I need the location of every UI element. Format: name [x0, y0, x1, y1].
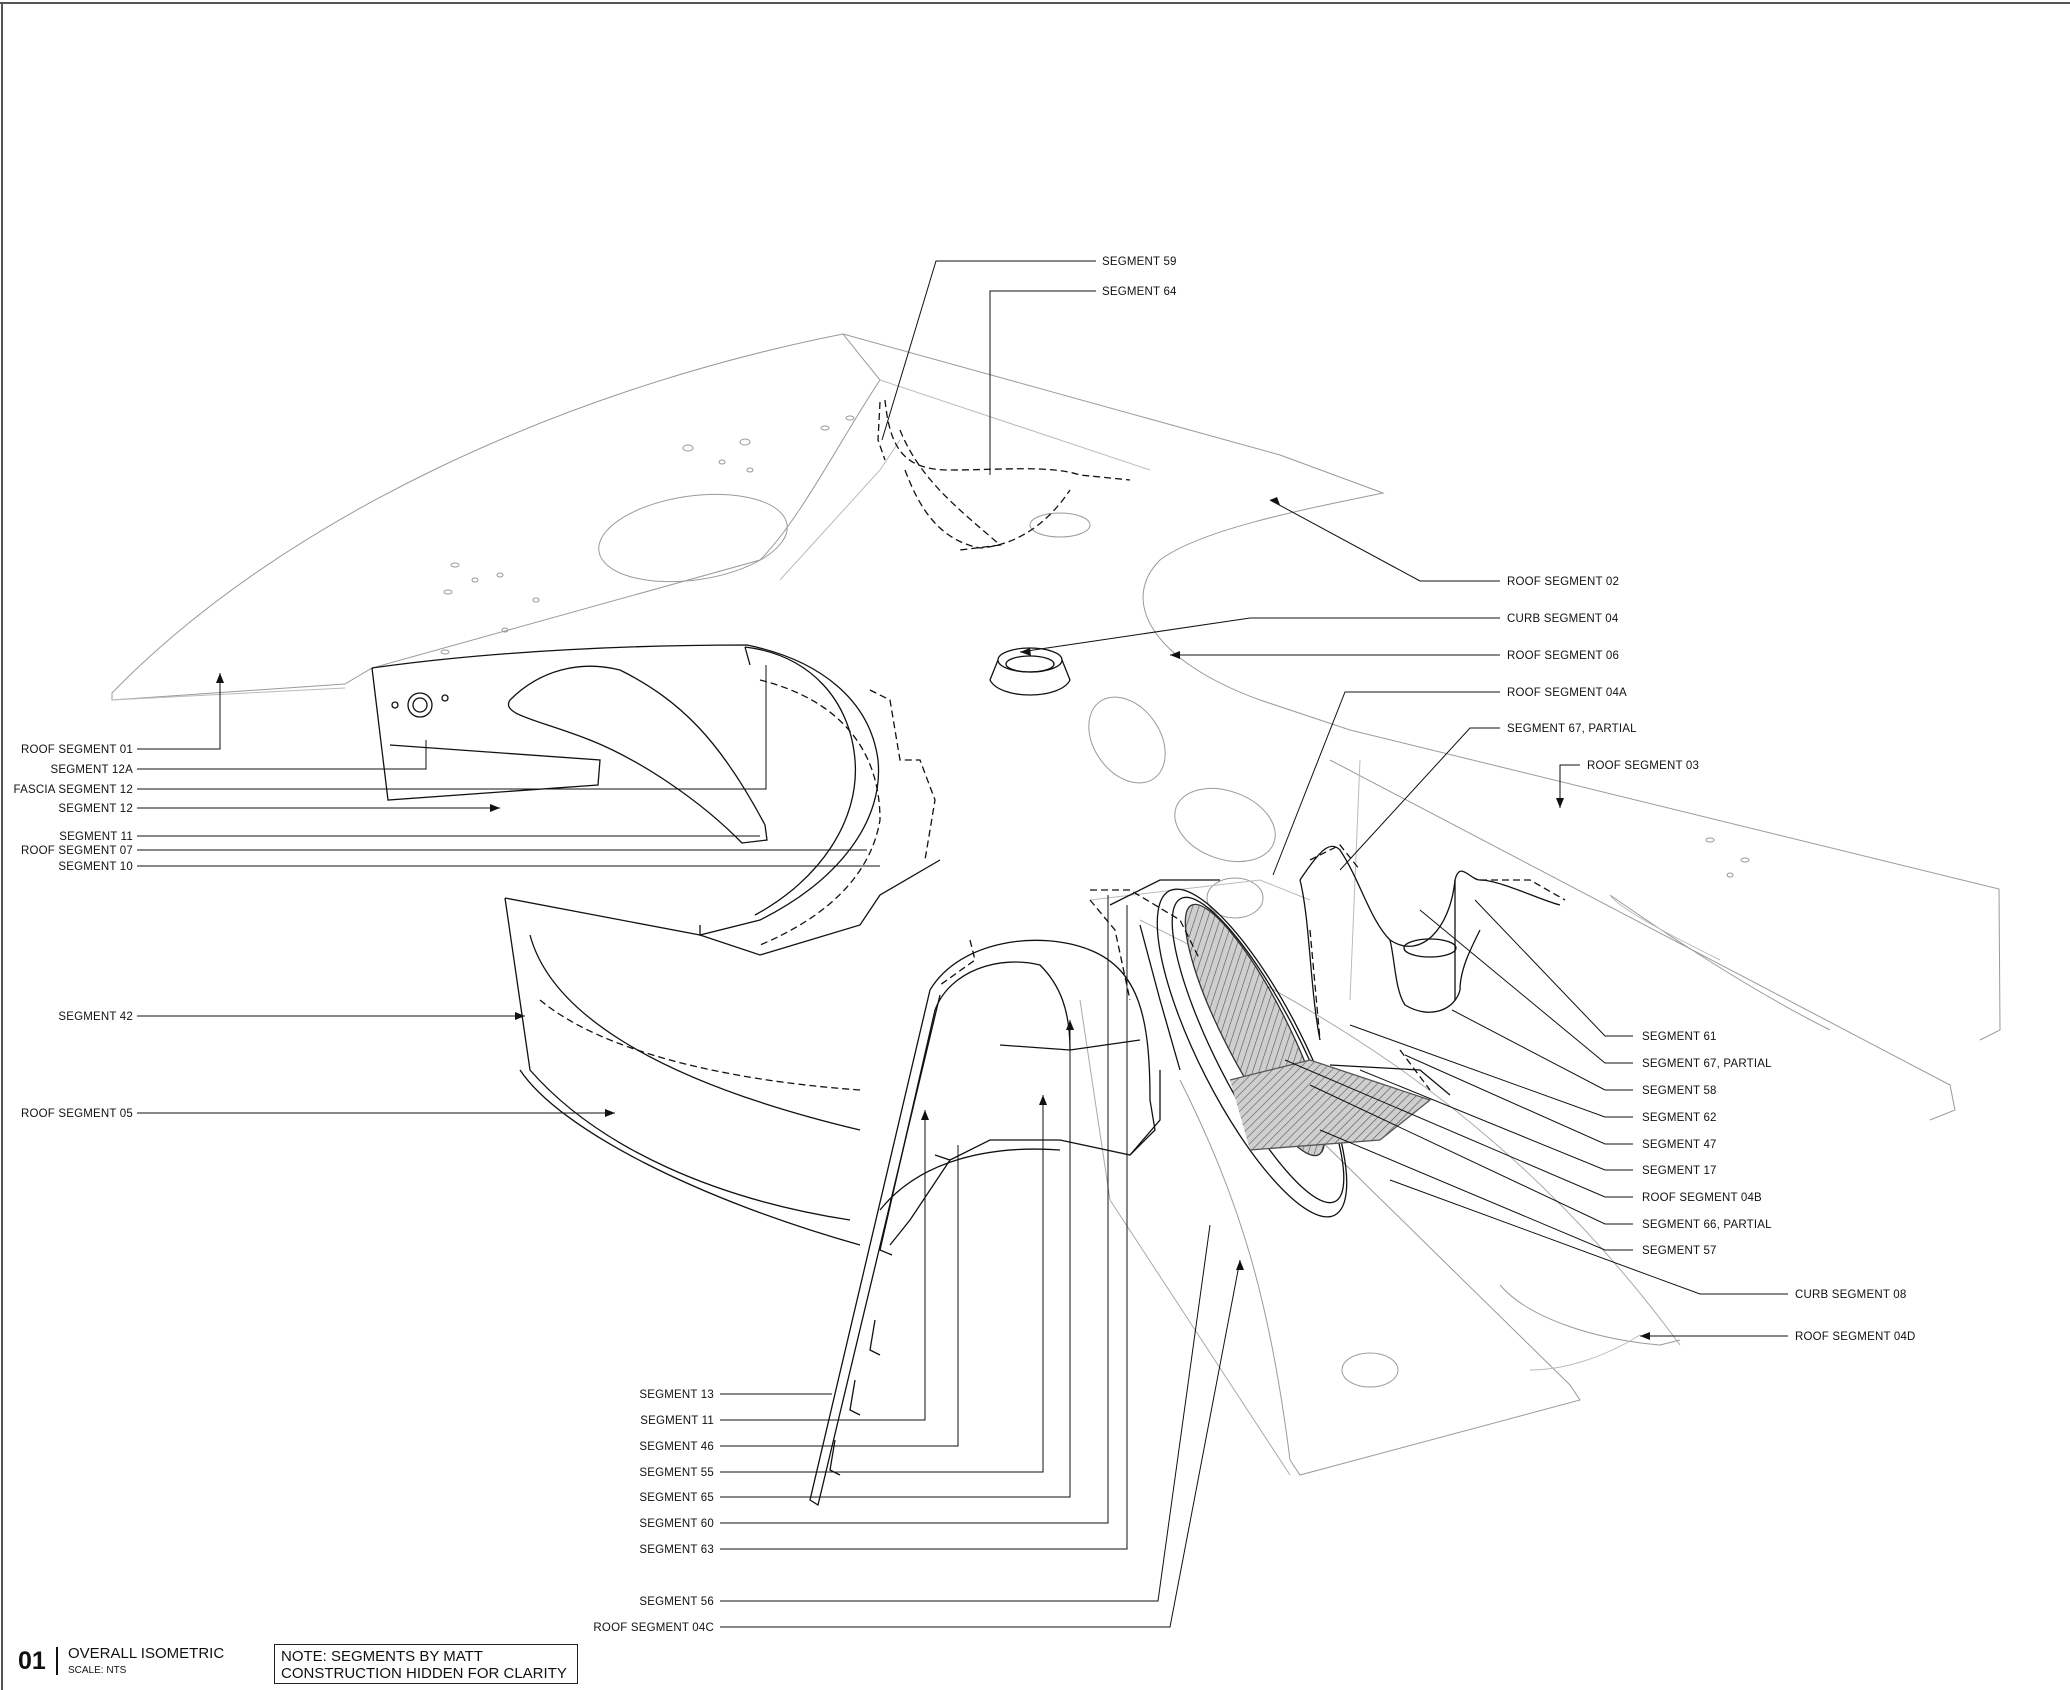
callout-segment-63: SEGMENT 63 [639, 1544, 714, 1556]
drawing-scale: SCALE: NTS [68, 1665, 127, 1676]
callout-segment-65: SEGMENT 65 [639, 1492, 714, 1504]
callouts-right-upper: ROOF SEGMENT 02 CURB SEGMENT 04 ROOF SEG… [1507, 576, 1699, 772]
callout-segment-66-partial: SEGMENT 66, PARTIAL [1642, 1219, 1772, 1231]
callout-roof-segment-01: ROOF SEGMENT 01 [21, 744, 133, 756]
callout-segment-61: SEGMENT 61 [1642, 1031, 1717, 1043]
callout-segment-57: SEGMENT 57 [1642, 1245, 1717, 1257]
sheet-border-left [1, 2, 3, 1690]
note-line-1: NOTE: SEGMENTS BY MATT [281, 1648, 483, 1665]
callout-segment-11-bottom: SEGMENT 11 [640, 1415, 714, 1427]
callout-segment-12: SEGMENT 12 [58, 803, 133, 815]
notes-box: NOTE: SEGMENTS BY MATT CONSTRUCTION HIDD… [274, 1644, 578, 1684]
callout-roof-segment-04d: ROOF SEGMENT 04D [1795, 1331, 1916, 1343]
callouts-top: SEGMENT 59 SEGMENT 64 [1102, 256, 1177, 298]
drawing-number: 01 [18, 1647, 46, 1675]
callout-segment-47: SEGMENT 47 [1642, 1139, 1717, 1151]
callout-segment-60: SEGMENT 60 [639, 1518, 714, 1530]
callout-segment-42: SEGMENT 42 [58, 1011, 133, 1023]
callout-roof-segment-07: ROOF SEGMENT 07 [21, 845, 133, 857]
callout-roof-segment-04a: ROOF SEGMENT 04A [1507, 687, 1627, 699]
callout-segment-67-partial-lower: SEGMENT 67, PARTIAL [1642, 1058, 1772, 1070]
callout-segment-62: SEGMENT 62 [1642, 1112, 1717, 1124]
callouts-left: ROOF SEGMENT 01 SEGMENT 12A FASCIA SEGME… [13, 744, 133, 1120]
callout-roof-segment-02: ROOF SEGMENT 02 [1507, 576, 1619, 588]
callout-segment-58: SEGMENT 58 [1642, 1085, 1717, 1097]
callout-segment-67-partial-upper: SEGMENT 67, PARTIAL [1507, 723, 1637, 735]
callout-segment-11-left: SEGMENT 11 [59, 831, 133, 843]
sheet-border-top [0, 2, 2070, 4]
callout-segment-10: SEGMENT 10 [58, 861, 133, 873]
callout-curb-segment-04: CURB SEGMENT 04 [1507, 613, 1619, 625]
callout-roof-segment-06: ROOF SEGMENT 06 [1507, 650, 1619, 662]
callout-segment-17: SEGMENT 17 [1642, 1165, 1717, 1177]
callouts-bottom: SEGMENT 13 SEGMENT 11 SEGMENT 46 SEGMENT… [593, 1389, 714, 1634]
callout-segment-56: SEGMENT 56 [639, 1596, 714, 1608]
primary-components [371, 644, 1561, 1507]
callout-roof-segment-03: ROOF SEGMENT 03 [1587, 760, 1699, 772]
callout-curb-segment-08: CURB SEGMENT 08 [1795, 1289, 1906, 1301]
callout-segment-12a: SEGMENT 12A [50, 764, 133, 776]
title-divider [56, 1647, 58, 1675]
callout-segment-13: SEGMENT 13 [639, 1389, 714, 1401]
callout-segment-64: SEGMENT 64 [1102, 286, 1177, 298]
drawing-title: OVERALL ISOMETRIC [68, 1645, 225, 1662]
dashed-edges [539, 399, 1566, 1091]
roof-geometry [111, 333, 2001, 1476]
callout-roof-segment-05: ROOF SEGMENT 05 [21, 1108, 133, 1120]
leader-lines [137, 260, 1788, 1628]
callout-segment-59: SEGMENT 59 [1102, 256, 1177, 268]
note-line-2: CONSTRUCTION HIDDEN FOR CLARITY [281, 1665, 567, 1682]
callout-roof-segment-04c: ROOF SEGMENT 04C [593, 1622, 714, 1634]
arrowheads [216, 497, 1650, 1340]
callout-roof-segment-04b: ROOF SEGMENT 04B [1642, 1192, 1762, 1204]
callout-segment-55: SEGMENT 55 [639, 1467, 714, 1479]
callouts-right-lower: SEGMENT 61 SEGMENT 67, PARTIAL SEGMENT 5… [1642, 1031, 1916, 1343]
callout-segment-46: SEGMENT 46 [639, 1441, 714, 1453]
callout-fascia-segment-12: FASCIA SEGMENT 12 [13, 784, 133, 796]
